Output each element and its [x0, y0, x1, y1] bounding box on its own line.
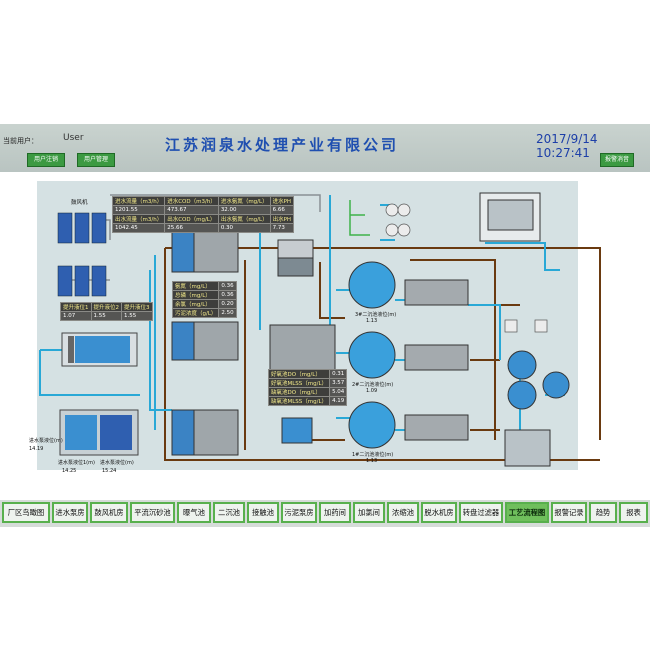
dewatering-room [479, 192, 551, 467]
grit-level-value: 1.55 [121, 311, 153, 321]
contact-label: 氨氮（mg/L） [171, 281, 220, 291]
grit-chamber [61, 332, 138, 367]
dosing-tanks [385, 203, 548, 333]
nav-grit-chamber[interactable]: 平流沉砂池 [130, 502, 175, 523]
contact-value: 2.50 [218, 308, 237, 318]
pump-level1-label: 进水泵液位1(m) [58, 460, 95, 466]
nav-thickener[interactable]: 浓缩池 [387, 502, 419, 523]
pump-level2-value: 15.24 [102, 468, 117, 474]
nav-report[interactable]: 报表 [619, 502, 648, 523]
do-value: 0.31 [329, 369, 348, 379]
inflow-header: 进水COD（m3/h） [164, 196, 219, 206]
outflow-header: 出水COD（mg/L） [164, 214, 219, 224]
inflow-header: 进水流量（m3/h） [111, 196, 166, 206]
contact-value: 0.36 [218, 281, 237, 291]
clarifier-1-value: 1.13 [366, 458, 378, 464]
contact-value: 0.36 [218, 290, 237, 300]
nav-sludge-pump[interactable]: 污泥泵房 [281, 502, 317, 523]
outflow-value: 0.30 [217, 223, 271, 233]
alarm-mute-button[interactable]: 报警消音 [600, 153, 634, 167]
nav-contact-tank[interactable]: 接触池 [247, 502, 279, 523]
clarifier-1-label: 1#二沉池液位(m) [352, 452, 394, 458]
do-label: 缺氧池DO（mg/L） [267, 387, 331, 397]
clarifier-2-label: 2#二沉池液位(m) [352, 382, 394, 388]
contact-label: 总磷（mg/L） [171, 290, 220, 300]
blower-label: 鼓风机 [71, 200, 88, 206]
filtration-units [404, 279, 469, 441]
clarifiers [348, 261, 396, 449]
pump-level-label: 进水泵液位(m) [29, 438, 63, 444]
nav-overview[interactable]: 厂区鸟瞰图 [2, 502, 50, 523]
outflow-header: 出水氨氮（mg/L） [217, 214, 271, 224]
nav-blower-room[interactable]: 鼓风机房 [90, 502, 128, 523]
nav-inflow-pump[interactable]: 进水泵房 [52, 502, 88, 523]
clarifier-3-label: 3#二沉池液位(m) [355, 312, 397, 318]
inflow-header: 进水PH [269, 196, 295, 206]
nav-aeration[interactable]: 曝气池 [177, 502, 211, 523]
contact-tanks [269, 239, 336, 444]
outflow-header: 出水PH [269, 214, 295, 224]
current-user: User [63, 133, 84, 143]
inflow-value: 1201.55 [111, 205, 166, 215]
inflow-value: 6.66 [269, 205, 295, 215]
nav-dosing-room[interactable]: 加药间 [319, 502, 351, 523]
thickeners [507, 350, 570, 410]
grit-level-header: 提升液位1 [60, 302, 92, 312]
pump-house [59, 409, 139, 456]
clarifier-2-value: 1.09 [366, 388, 378, 394]
grit-level-header: 提升液位2 [90, 302, 122, 312]
datetime: 2017/9/14 10:27:41 [536, 132, 598, 160]
inflow-table: 进水流量（m3/h） 进水COD（m3/h） 进水氨氮（mg/L） 进水PH 1… [111, 196, 295, 233]
contact-table: 氨氮（mg/L）0.36 总磷（mg/L）0.36 余氯（mg/L）0.20 污… [171, 281, 237, 318]
clarifier-3-value: 1.13 [366, 318, 378, 324]
grit-level-value: 1.55 [90, 311, 122, 321]
nav-dewatering[interactable]: 脱水机房 [421, 502, 457, 523]
do-value: 4.19 [329, 396, 348, 406]
company-title: 江苏润泉水处理产业有限公司 [165, 136, 400, 154]
logout-button[interactable]: 用户注销 [27, 153, 65, 167]
contact-label: 余氯（mg/L） [171, 299, 220, 309]
outflow-value: 1042.45 [111, 223, 166, 233]
do-table: 好氧池DO（mg/L）0.31 好氧池MLSS（mg/L）3.57 缺氧池DO（… [267, 369, 348, 406]
do-value: 5.04 [329, 387, 348, 397]
user-manage-button[interactable]: 用户管理 [77, 153, 115, 167]
contact-label: 污泥浓度（g/L） [171, 308, 220, 318]
nav-alarm-log[interactable]: 报警记录 [551, 502, 587, 523]
nav-process-flow[interactable]: 工艺流程图 [505, 502, 549, 523]
outflow-value: 7.73 [269, 223, 295, 233]
inflow-value: 32.00 [217, 205, 271, 215]
chemical-lines [349, 200, 370, 236]
grit-level-table: 提升液位1 提升液位2 提升液位3 1.07 1.55 1.55 [60, 302, 153, 321]
outflow-value: 25.66 [164, 223, 219, 233]
do-value: 3.57 [329, 378, 348, 388]
pump-level2-label: 进水泵液位(m) [100, 460, 134, 466]
do-label: 缺氧池MLSS（mg/L） [267, 396, 331, 406]
inflow-value: 473.67 [164, 205, 219, 215]
grit-level-header: 提升液位3 [121, 302, 153, 312]
do-label: 好氧池DO（mg/L） [267, 369, 331, 379]
nav-disc-filter[interactable]: 转盘过滤器 [459, 502, 503, 523]
blower-units-top [57, 212, 107, 244]
nav-secondary-clarifier[interactable]: 二沉池 [213, 502, 245, 523]
do-label: 好氧池MLSS（mg/L） [267, 378, 331, 388]
outflow-header: 出水流量（m3/h） [111, 214, 166, 224]
pump-level1-value: 14.25 [62, 468, 77, 474]
contact-value: 0.20 [218, 299, 237, 309]
grit-level-value: 1.07 [60, 311, 92, 321]
inflow-header: 进水氨氮（mg/L） [217, 196, 271, 206]
nav-chlorine-room[interactable]: 加氯间 [353, 502, 385, 523]
nav-trend[interactable]: 趋势 [589, 502, 617, 523]
pump-level-value: 14.19 [29, 446, 44, 452]
aeration-tanks [171, 229, 239, 456]
user-label: 当前用户： [3, 137, 38, 145]
